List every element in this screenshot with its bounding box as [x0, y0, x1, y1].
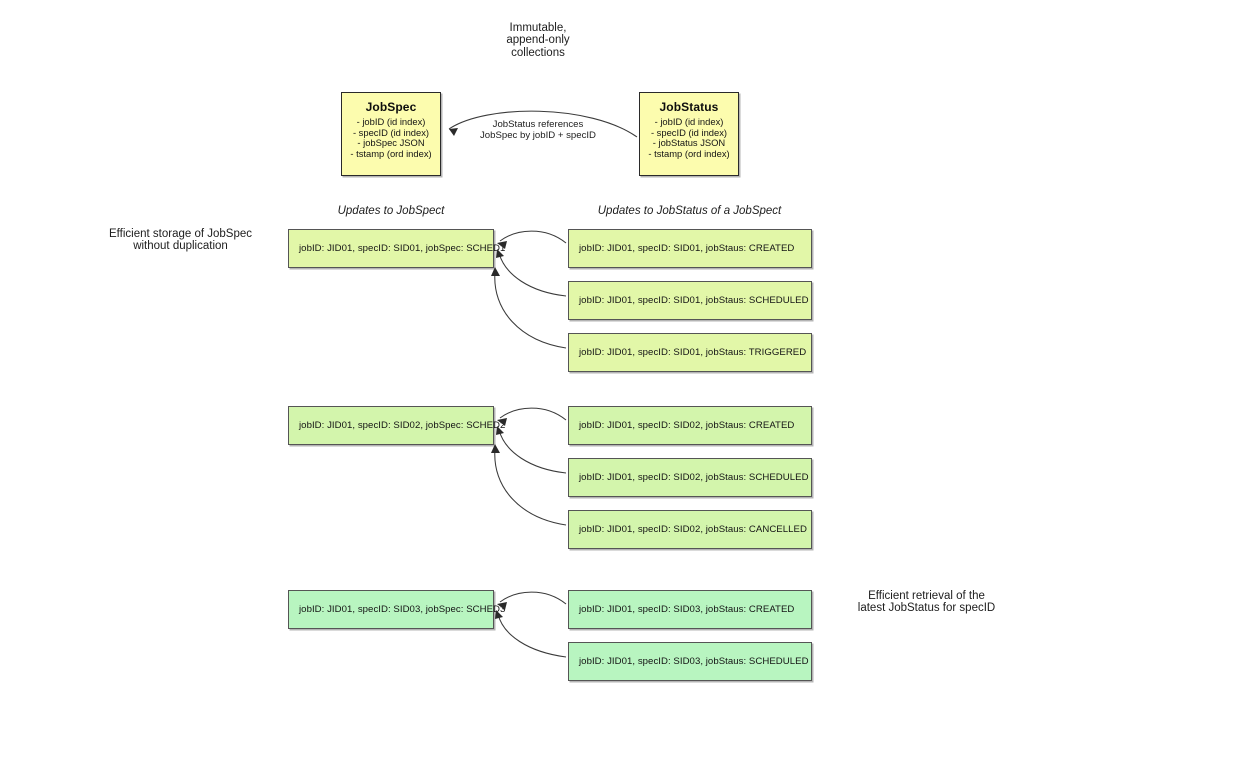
spec-record-sid03-text: jobID: JID01, specID: SID03, jobSpec: SC…: [299, 604, 506, 615]
arrow-sid01-scheduled-to-spec: [496, 249, 567, 297]
entity-jobspec[interactable]: JobSpec - jobID (id index) - specID (id …: [341, 92, 441, 176]
top-note: Immutable, append-only collections: [506, 22, 570, 59]
spec-record-sid01[interactable]: jobID: JID01, specID: SID01, jobSpec: SC…: [288, 229, 505, 268]
status-record-sid02-created[interactable]: jobID: JID01, specID: SID02, jobStaus: C…: [568, 406, 812, 445]
status-record-sid02-cancelled[interactable]: jobID: JID01, specID: SID02, jobStaus: C…: [568, 510, 812, 549]
left-note: Efficient storage of JobSpec without dup…: [109, 228, 252, 253]
arrow-sid02-scheduled-to-spec: [496, 426, 567, 474]
status-record-sid03-scheduled[interactable]: jobID: JID01, specID: SID03, jobStaus: S…: [568, 642, 812, 681]
arrow-sid03-scheduled-to-spec: [495, 610, 567, 658]
arrow-sid02-created-to-spec: [497, 407, 567, 426]
reference-edge-label: JobStatus references JobSpec by jobID + …: [480, 119, 596, 141]
arrow-sid02-cancelled-to-spec: [491, 444, 567, 526]
status-record-sid02-cancelled-text: jobID: JID01, specID: SID02, jobStaus: C…: [579, 524, 807, 535]
spec-record-sid01-text: jobID: JID01, specID: SID01, jobSpec: SC…: [299, 243, 506, 254]
status-record-sid03-scheduled-text: jobID: JID01, specID: SID03, jobStaus: S…: [579, 656, 809, 667]
status-record-sid01-triggered[interactable]: jobID: JID01, specID: SID01, jobStaus: T…: [568, 333, 812, 372]
status-record-sid01-created[interactable]: jobID: JID01, specID: SID01, jobStaus: C…: [568, 229, 812, 268]
status-record-sid02-created-text: jobID: JID01, specID: SID02, jobStaus: C…: [579, 420, 795, 431]
status-record-sid01-triggered-text: jobID: JID01, specID: SID01, jobStaus: T…: [579, 347, 807, 358]
status-record-sid03-created[interactable]: jobID: JID01, specID: SID03, jobStaus: C…: [568, 590, 812, 629]
entity-jobspec-title: JobSpec: [365, 100, 417, 114]
status-record-sid02-scheduled-text: jobID: JID01, specID: SID02, jobStaus: S…: [579, 472, 809, 483]
caption-status-column: Updates to JobStatus of a JobSpect: [597, 205, 782, 217]
status-record-sid02-scheduled[interactable]: jobID: JID01, specID: SID02, jobStaus: S…: [568, 458, 812, 497]
entity-jobspec-field-json: - jobSpec JSON: [357, 137, 425, 149]
right-note: Efficient retrieval of the latest JobSta…: [857, 590, 996, 615]
status-record-sid01-created-text: jobID: JID01, specID: SID01, jobStaus: C…: [579, 243, 795, 254]
arrow-sid01-triggered-to-spec: [491, 267, 567, 349]
spec-record-sid03[interactable]: jobID: JID01, specID: SID03, jobSpec: SC…: [288, 590, 505, 629]
entity-jobstatus-title: JobStatus: [659, 100, 719, 114]
entity-jobstatus-field-json: - jobStatus JSON: [652, 137, 726, 149]
spec-record-sid02[interactable]: jobID: JID01, specID: SID02, jobSpec: SC…: [288, 406, 505, 445]
status-record-sid01-scheduled[interactable]: jobID: JID01, specID: SID01, jobStaus: S…: [568, 281, 812, 320]
entity-jobspec-field-tstamp: - tstamp (ord index): [350, 147, 432, 159]
entity-jobstatus-field-jobid: - jobID (id index): [654, 116, 724, 127]
status-record-sid01-scheduled-text: jobID: JID01, specID: SID01, jobStaus: S…: [579, 295, 809, 306]
entity-jobstatus-field-tstamp: - tstamp (ord index): [648, 147, 730, 159]
entity-jobstatus[interactable]: JobStatus - jobID (id index) - specID (i…: [639, 92, 739, 176]
entity-jobspec-field-jobid: - jobID (id index): [356, 116, 426, 127]
status-record-sid03-created-text: jobID: JID01, specID: SID03, jobStaus: C…: [579, 604, 795, 615]
arrow-sid01-created-to-spec: [497, 230, 567, 249]
entity-jobstatus-field-specid: - specID (id index): [650, 126, 728, 138]
entity-jobspec-field-specid: - specID (id index): [352, 126, 430, 138]
spec-record-sid02-text: jobID: JID01, specID: SID02, jobSpec: SC…: [299, 420, 506, 431]
caption-spec-column: Updates to JobSpect: [337, 205, 445, 217]
arrow-sid03-created-to-spec: [497, 591, 567, 610]
